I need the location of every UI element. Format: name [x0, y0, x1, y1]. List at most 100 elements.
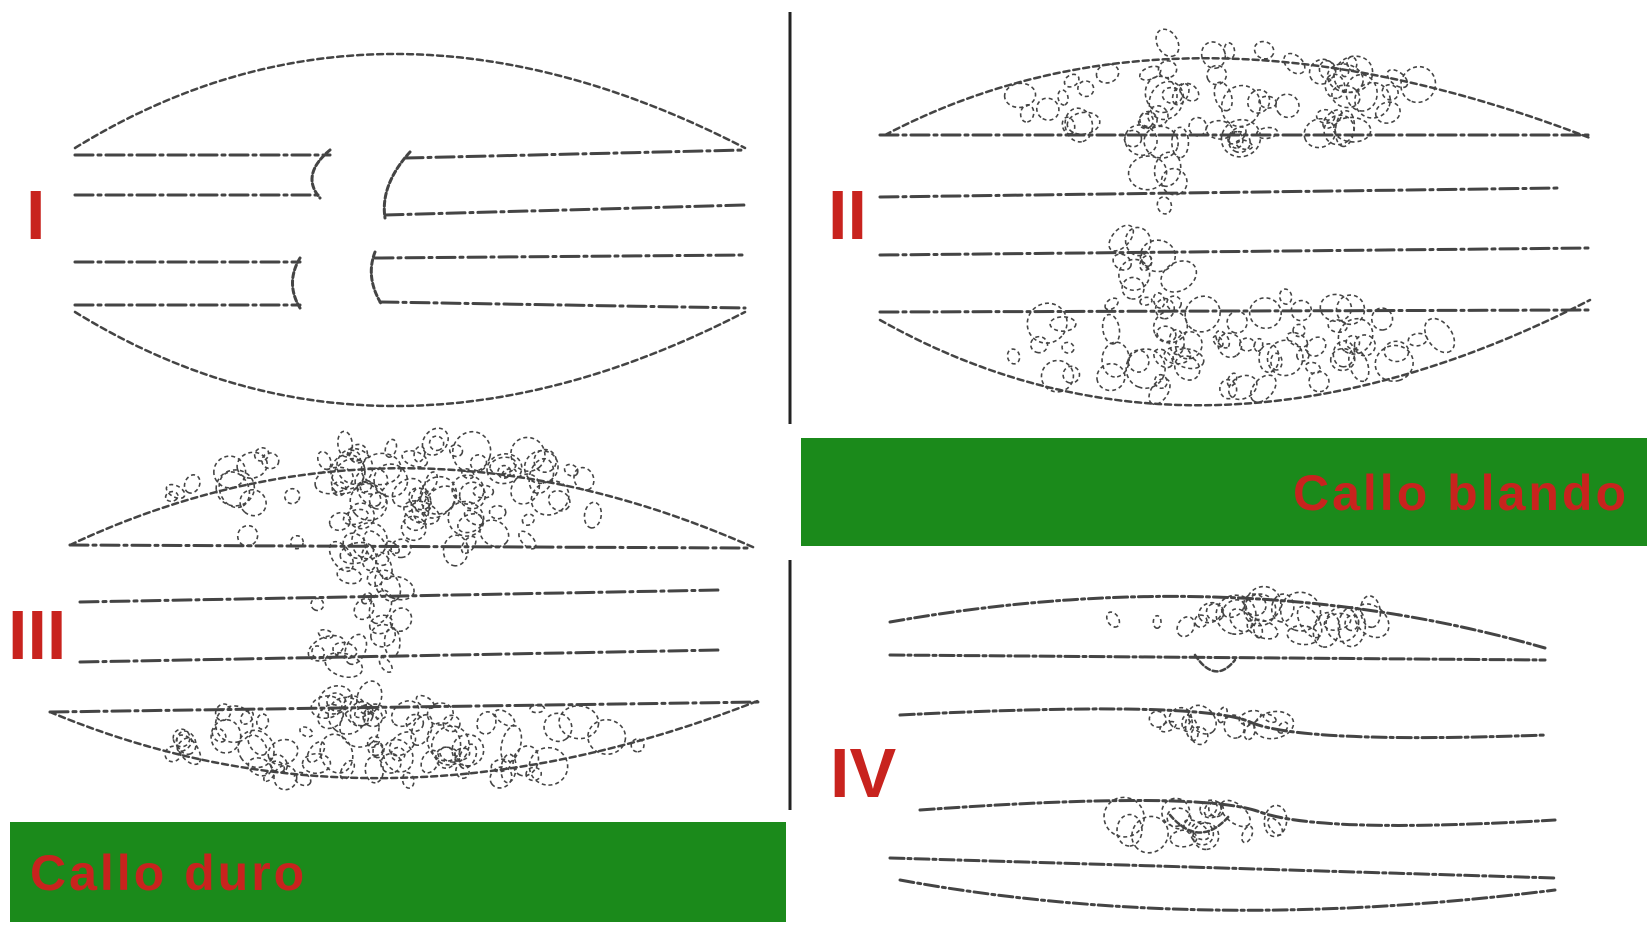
stage-i-right-cortex-bottom-a [375, 255, 745, 258]
callus-fragment [1139, 296, 1152, 306]
callus-fragment [342, 507, 370, 527]
callus-fragment [1189, 117, 1207, 136]
callus-fragment [1252, 39, 1277, 62]
hard-callus-label: Callo duro [30, 848, 307, 898]
callus-fragment [1170, 351, 1205, 385]
callus-fragment [1097, 790, 1151, 844]
callus-fragment [417, 423, 453, 460]
callus-fragment [1240, 825, 1255, 844]
stage-ii-callus-bottom [880, 300, 1590, 405]
callus-fragment [1138, 64, 1163, 83]
stage-label-i: I [26, 180, 45, 250]
callus-fragment [1345, 347, 1373, 384]
callus-fragment [1216, 114, 1266, 163]
callus-fragment [1174, 614, 1198, 640]
callus-fragment [212, 455, 247, 490]
stage-iii-callus-bridge [304, 499, 416, 742]
callus-fragment [1061, 365, 1081, 385]
callus-fragment [1271, 89, 1304, 122]
callus-fragment [1159, 719, 1178, 733]
callus-fragment [1305, 368, 1332, 395]
callus-fragment [1183, 700, 1222, 740]
callus-fragment [1101, 341, 1130, 377]
callus-fragment [1101, 313, 1122, 345]
stage-i-right-fracture-lower [371, 252, 382, 305]
callus-fragment [325, 538, 359, 576]
soft-callus-banner: Callo blando [801, 438, 1647, 546]
callus-fragment [1151, 25, 1183, 60]
callus-fragment [1153, 616, 1161, 629]
callus-fragment [1260, 333, 1309, 382]
stage-i-hematoma-top [75, 54, 745, 148]
stage-i-right-cortex-top-a [405, 150, 745, 158]
callus-fragment [174, 728, 199, 757]
callus-fragment [460, 467, 475, 480]
callus-fragment [1006, 348, 1021, 366]
callus-fragment [171, 731, 205, 769]
stage-label-iv: IV [830, 738, 896, 808]
callus-fragment [1384, 341, 1409, 363]
stage-label-ii: II [828, 180, 867, 250]
callus-fragment [1259, 96, 1277, 109]
hard-callus-banner: Callo duro [10, 822, 786, 922]
callus-fragment [1057, 89, 1069, 106]
stage-iii-cortex-bottom-a [80, 650, 720, 662]
callus-fragment [1278, 288, 1292, 305]
callus-fragment [427, 434, 446, 453]
callus-fragment [489, 505, 506, 519]
callus-fragment [1155, 324, 1178, 344]
callus-fragment [1263, 804, 1288, 837]
stage-iv-remnant-upper [1104, 579, 1395, 649]
callus-fragment [164, 482, 187, 501]
callus-fragment [1395, 61, 1441, 108]
callus-fragment [274, 766, 297, 790]
stage-i-right-cortex-top-b [385, 205, 745, 215]
callus-fragment [262, 453, 280, 469]
callus-fragment [314, 681, 356, 719]
callus-fragment [165, 490, 179, 502]
callus-fragment [1110, 251, 1134, 273]
callus-fragment [1373, 99, 1403, 126]
callus-fragment [1225, 310, 1249, 335]
callus-fragment [1147, 709, 1168, 730]
callus-fragment [558, 704, 600, 740]
callus-fragment [235, 484, 272, 521]
callus-fragment [282, 486, 303, 507]
callus-fragment [1195, 599, 1225, 626]
callus-fragment [1145, 103, 1172, 129]
stage-iv-cortex-top-c [900, 709, 1545, 738]
callus-fragment [322, 648, 365, 681]
callus-fragment [527, 745, 571, 788]
callus-fragment [525, 456, 557, 497]
callus-fragment [1303, 333, 1330, 360]
callus-fragment [1061, 116, 1077, 136]
callus-fragment [1346, 56, 1357, 70]
callus-fragment [505, 468, 545, 509]
callus-fragment [1193, 823, 1219, 850]
callus-fragment [298, 725, 314, 739]
callus-fragment [1066, 110, 1101, 136]
callus-fragment [1141, 72, 1181, 116]
callus-fragment [448, 443, 464, 458]
stage-iv-cortex-top-b [890, 655, 1545, 660]
stage-ii-callus-upper [1003, 25, 1441, 162]
callus-fragment [1103, 296, 1120, 312]
callus-fragment [1104, 221, 1138, 256]
callus-fragment [1075, 78, 1096, 99]
callus-fragment [387, 696, 424, 732]
callus-fragment [401, 507, 429, 534]
stage-i-left-fracture-lower [293, 258, 301, 308]
callus-fragment [1216, 80, 1267, 133]
callus-fragment [459, 534, 479, 556]
callus-fragment [1238, 587, 1283, 632]
callus-fragment [1192, 613, 1209, 630]
callus-fragment [1286, 624, 1319, 646]
callus-fragment [390, 538, 412, 558]
callus-fragment [214, 467, 255, 512]
callus-fragment [1120, 275, 1146, 301]
callus-fragment [344, 499, 378, 533]
callus-fragment [368, 741, 384, 756]
callus-fragment [401, 496, 443, 528]
stage-i-hematoma-bottom [75, 312, 745, 406]
callus-fragment [398, 513, 429, 544]
